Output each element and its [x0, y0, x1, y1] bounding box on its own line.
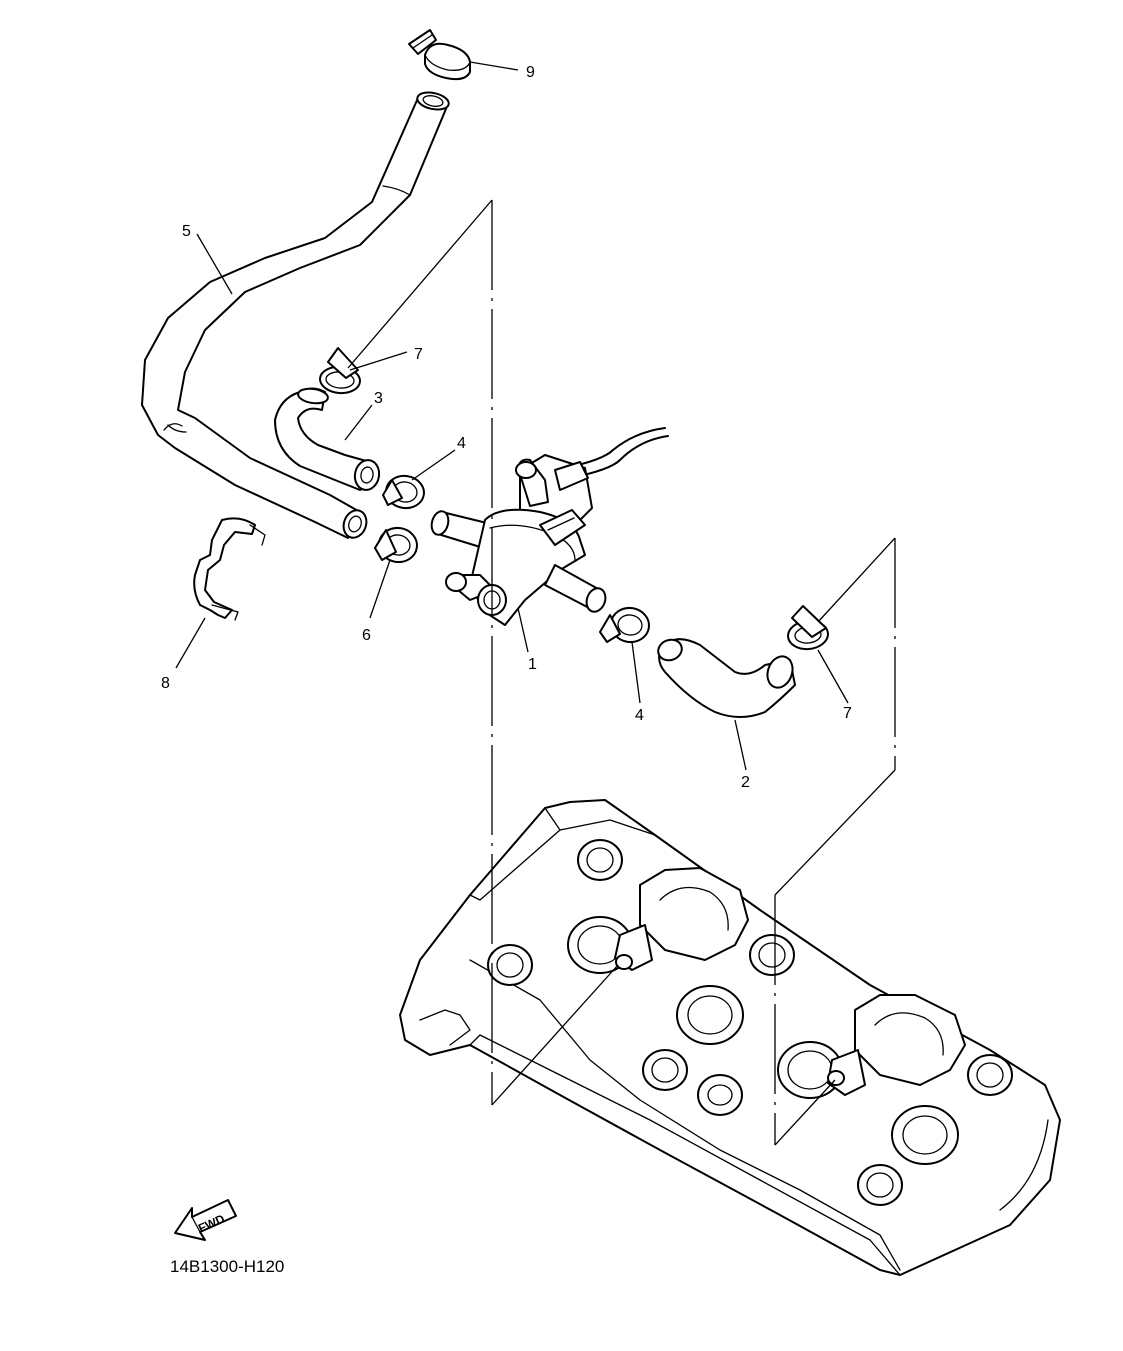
clamp-7-right[interactable] — [787, 605, 829, 651]
callout-2: 2 — [741, 774, 750, 791]
cylinder-head-cover — [399, 799, 1061, 1276]
air-induction-valve-1[interactable] — [429, 427, 669, 626]
leader-lines — [175, 61, 849, 771]
clamp-4-right[interactable] — [599, 606, 651, 645]
callout-5: 5 — [182, 223, 191, 240]
callout-9: 8 — [161, 675, 170, 692]
alignment-lines — [347, 199, 896, 1146]
callout-6: 6 — [362, 627, 371, 644]
clamp-7-upper[interactable] — [319, 347, 361, 395]
reed-valve-cover-rear — [827, 994, 966, 1096]
callout-4-lower: 4 — [635, 707, 644, 724]
clamp-8[interactable] — [408, 29, 471, 81]
callout-3: 3 — [374, 390, 383, 407]
boss-holes — [487, 839, 1013, 1206]
callout-1: 1 — [528, 656, 537, 673]
diagram-code: 14B1300-H120 — [170, 1257, 284, 1276]
clamp-4-left[interactable] — [382, 474, 426, 511]
band-9[interactable] — [193, 517, 266, 621]
callout-7-lower: 7 — [843, 705, 852, 722]
callout-7-upper: 7 — [414, 346, 423, 363]
fwd-arrow-icon: FWD — [174, 1199, 237, 1241]
reed-valve-cover-front — [614, 867, 749, 971]
hose-5[interactable] — [141, 90, 450, 541]
clamp-6[interactable] — [374, 526, 419, 565]
hose-2[interactable] — [655, 636, 796, 718]
callout-8: 9 — [526, 64, 535, 81]
callout-labels: 9 5 7 3 4 6 8 1 4 7 2 — [161, 64, 852, 791]
hose-3[interactable] — [274, 387, 381, 492]
callout-4-upper: 4 — [457, 435, 466, 452]
